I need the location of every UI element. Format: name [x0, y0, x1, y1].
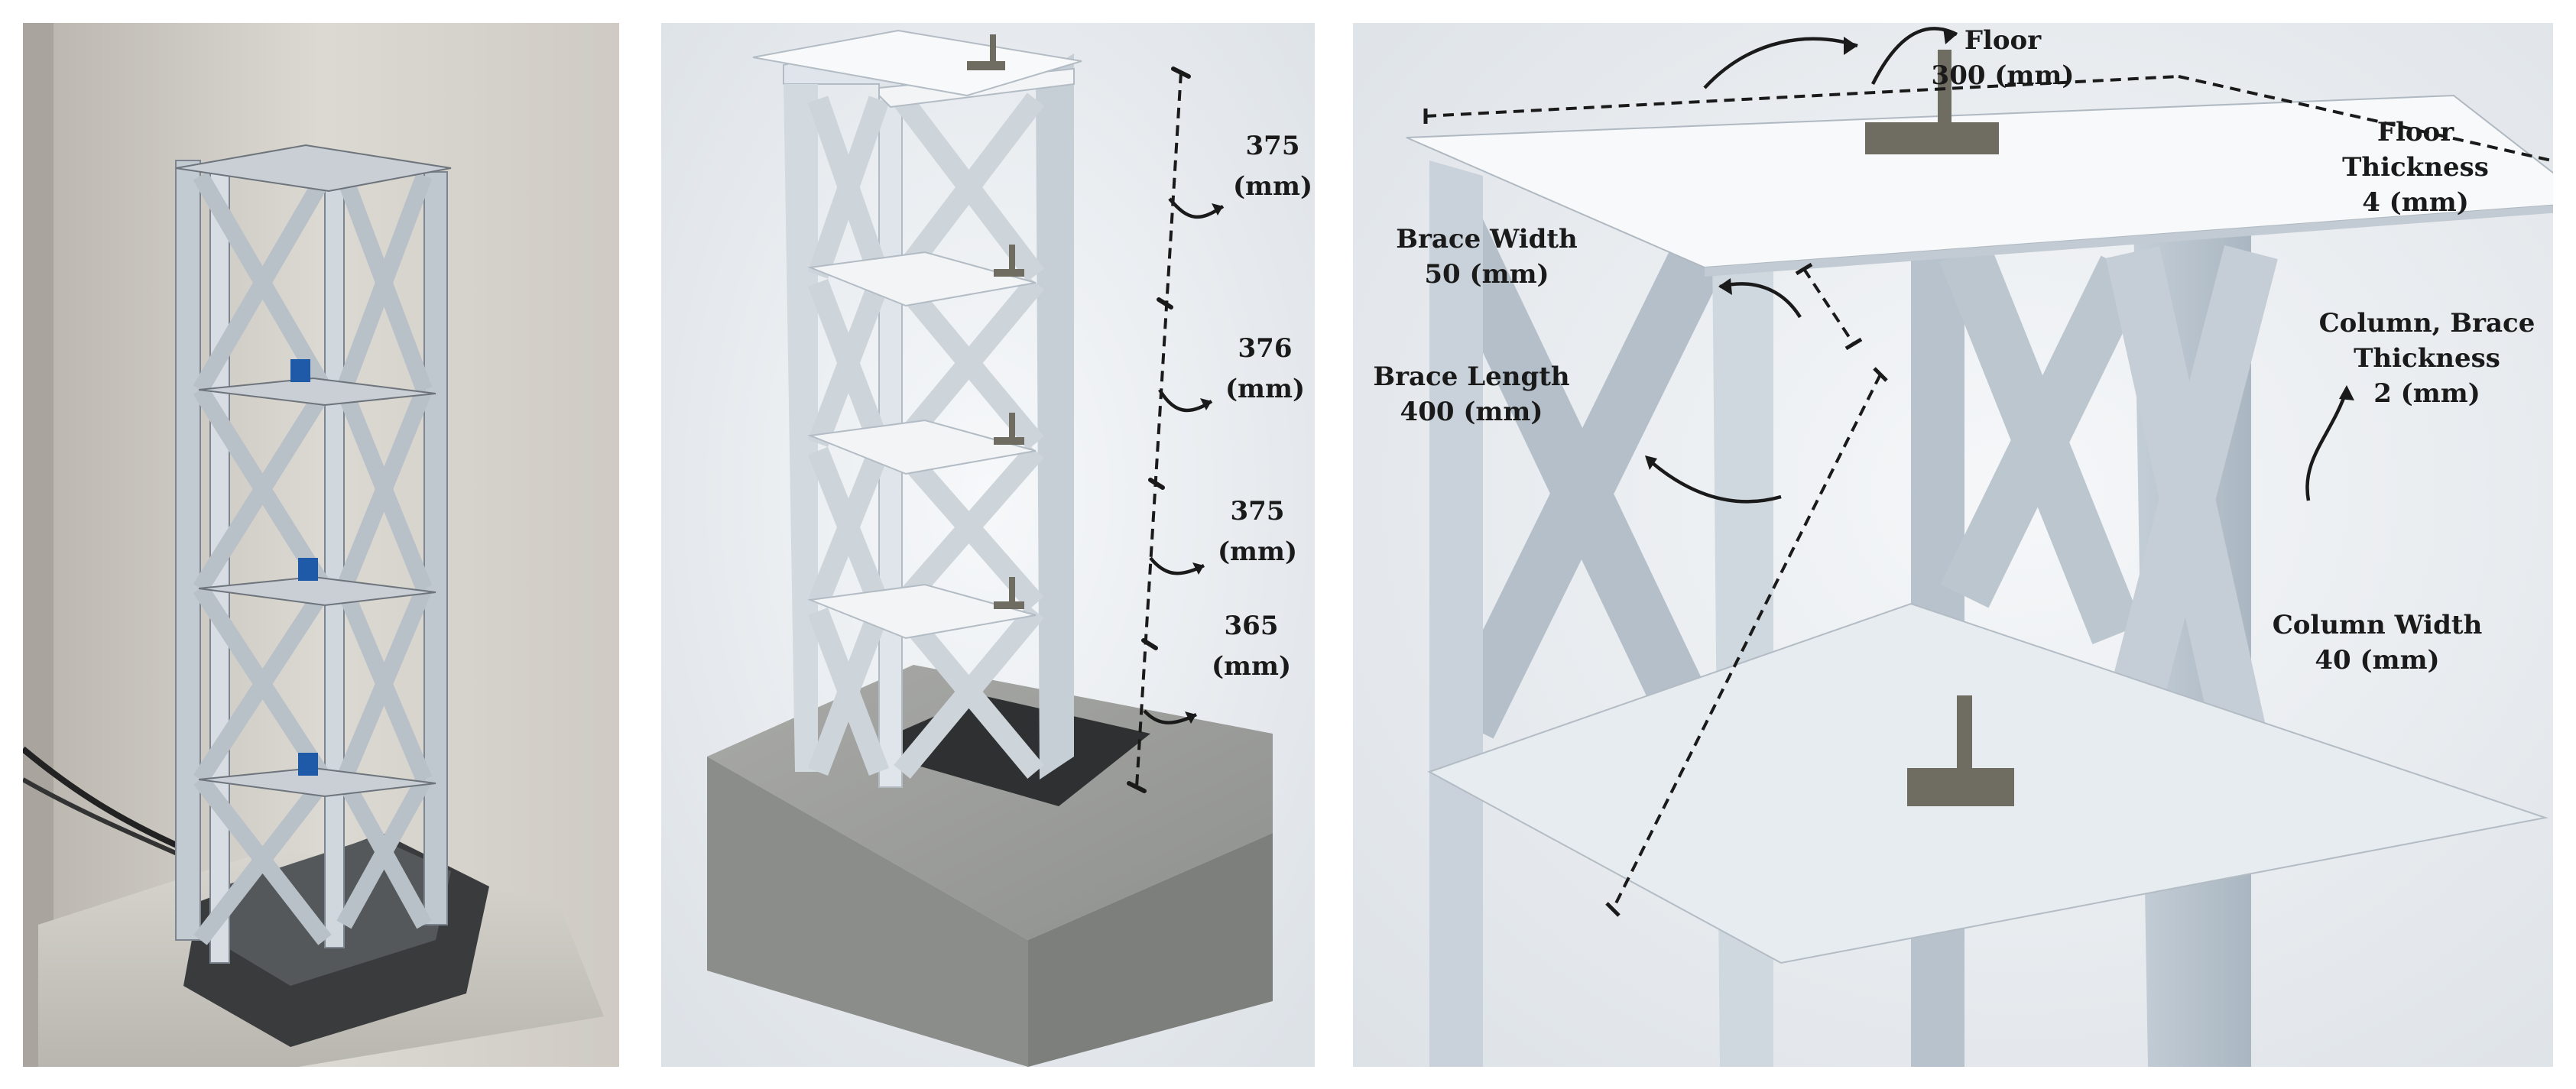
detail-top-floor — [1406, 94, 2553, 269]
column-brace-thickness-line2: Thickness — [2354, 343, 2500, 374]
detail-left-column — [1429, 160, 1483, 1067]
render-illustration: 375 (mm) 376 (mm) 375 (mm) 365 (mm) — [661, 23, 1315, 1067]
column-width-line2: 40 (mm) — [2315, 645, 2440, 676]
detail-arrowheads — [1645, 28, 2354, 470]
storey-2-unit: (mm) — [1218, 536, 1297, 567]
floor-thickness-line1: Floor — [2376, 117, 2454, 147]
detail-dimension-lines — [1425, 75, 2553, 910]
brace-length-line1: Brace Length — [1373, 361, 1570, 392]
brace-width-line2: 50 (mm) — [1424, 259, 1549, 290]
storey-ticks — [1127, 66, 1191, 793]
photo-cable — [23, 777, 193, 862]
photo-panel — [23, 23, 619, 1067]
brace-length-label: Brace Length 400 (mm) — [1353, 359, 1590, 429]
detail-panel: Floor 300 (mm) Floor Thickness 4 (mm) Br… — [1353, 23, 2553, 1067]
column-brace-thickness-label: Column, Brace Thickness 2 (mm) — [2301, 306, 2553, 411]
photo-cable — [23, 746, 185, 851]
storey-1-height: 365 — [1225, 611, 1279, 641]
storey-height-dimension-line — [1135, 72, 1183, 788]
floor-label-line2: 300 (mm) — [1931, 60, 2075, 91]
render-masses — [967, 34, 1024, 609]
storey-1-unit: (mm) — [1212, 651, 1291, 682]
brace-length-line2: 400 (mm) — [1400, 397, 1543, 427]
detail-dimension-ticks — [1423, 109, 1888, 917]
render-tower — [752, 29, 1082, 788]
storey-2-height: 375 — [1231, 496, 1285, 527]
detail-structure — [1406, 50, 2553, 1067]
storey-arrowheads — [1185, 203, 1223, 724]
storey-3-height: 376 — [1238, 333, 1293, 364]
detail-arrows — [1646, 27, 2349, 504]
photo-sensors — [290, 359, 318, 776]
brace-width-line1: Brace Width — [1396, 224, 1578, 254]
detail-floor-edge — [1705, 205, 2553, 277]
column-brace-thickness-line1: Column, Brace — [2318, 308, 2535, 339]
floor-thickness-label: Floor Thickness 4 (mm) — [2324, 115, 2507, 220]
storey-4-unit: (mm) — [1233, 171, 1312, 202]
column-width-label: Column Width 40 (mm) — [2240, 608, 2515, 678]
render-top-floor — [752, 29, 1082, 97]
column-width-line1: Column Width — [2272, 610, 2483, 640]
floor-label: Floor 300 (mm) — [1903, 23, 2102, 93]
photo-floors — [175, 144, 452, 798]
photo-braces — [193, 171, 433, 945]
render-panel: 375 (mm) 376 (mm) 375 (mm) 365 (mm) — [661, 23, 1315, 1067]
photo-wall-corner — [23, 23, 54, 1067]
floor-thickness-line3: 4 (mm) — [2362, 187, 2469, 218]
storey-4-height: 375 — [1246, 131, 1300, 161]
floor-thickness-line2: Thickness — [2342, 152, 2489, 183]
floor-label-line1: Floor — [1964, 25, 2042, 56]
detail-right-braces — [2105, 245, 2279, 793]
column-brace-thickness-line3: 2 (mm) — [2373, 378, 2480, 409]
photo-illustration — [23, 23, 619, 1067]
detail-masses — [1865, 50, 2014, 806]
detail-illustration — [1353, 23, 2553, 1067]
storey-3-unit: (mm) — [1225, 374, 1305, 404]
brace-width-label: Brace Width 50 (mm) — [1376, 222, 1598, 292]
detail-back-braces — [1939, 242, 2149, 644]
detail-labels: Floor 300 (mm) Floor Thickness 4 (mm) Br… — [1353, 23, 2553, 1067]
